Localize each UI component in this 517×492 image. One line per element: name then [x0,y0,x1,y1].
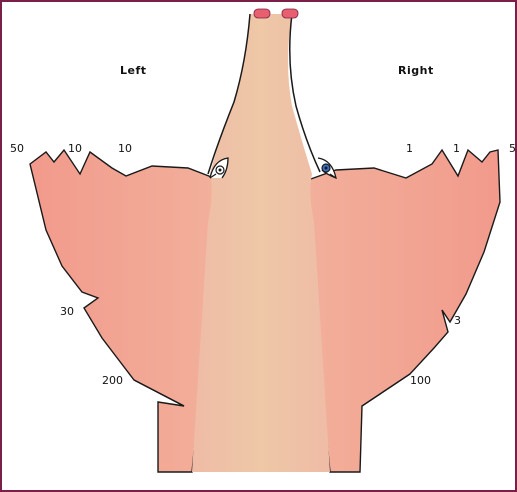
left-wing-shape [30,150,220,472]
left-label-2: 10 [68,142,82,155]
nose-pad-left [254,9,270,18]
left-label-4: 30 [60,305,74,318]
left-label-3: 10 [118,142,132,155]
right-label-2: 1 [453,142,460,155]
nose-pad-right [282,9,298,18]
body-shape [192,14,330,472]
right-wing-shape [302,150,500,472]
left-label-5: 200 [102,374,123,387]
right-label-5: 100 [410,374,431,387]
right-label-4: 3 [454,314,461,327]
heading-right: Right [398,64,434,77]
left-label-1: 50 [10,142,24,155]
heading-left: Left [120,64,147,77]
right-label-1: 1 [406,142,413,155]
right-label-3: 5 [509,142,516,155]
